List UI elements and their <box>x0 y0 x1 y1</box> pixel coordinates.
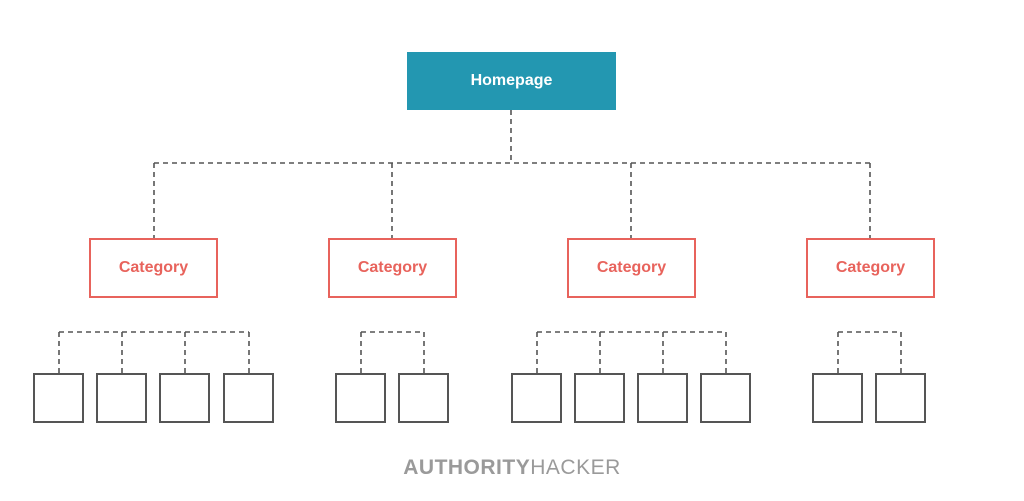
category-label: Category <box>357 259 428 276</box>
subpage-node <box>812 373 863 423</box>
category-node-2: Category <box>328 238 457 298</box>
brand-logo-part-1: AUTHORITY <box>403 456 531 479</box>
subpage-node <box>637 373 688 423</box>
subpage-node <box>159 373 210 423</box>
subpage-node <box>574 373 625 423</box>
category-2-subpage-connectors <box>360 331 425 373</box>
homepage-label: Homepage <box>470 72 553 89</box>
category-node-1: Category <box>89 238 218 298</box>
subpage-node <box>511 373 562 423</box>
category-node-4: Category <box>806 238 935 298</box>
homepage-connectors <box>153 110 871 238</box>
subpage-node <box>398 373 449 423</box>
category-label: Category <box>835 259 906 276</box>
category-node-3: Category <box>567 238 696 298</box>
category-1-subpage-connectors <box>58 331 250 373</box>
category-label: Category <box>596 259 667 276</box>
category-3-subpage-connectors <box>536 331 727 373</box>
category-label: Category <box>118 259 189 276</box>
brand-logo: AUTHORITYHACKER <box>0 456 1024 480</box>
homepage-node: Homepage <box>407 52 616 110</box>
subpage-node <box>875 373 926 423</box>
category-4-subpage-connectors <box>837 331 902 373</box>
brand-logo-part-2: HACKER <box>530 456 621 479</box>
subpage-node <box>96 373 147 423</box>
subpage-node <box>33 373 84 423</box>
subpage-node <box>223 373 274 423</box>
subpage-node <box>335 373 386 423</box>
subpage-node <box>700 373 751 423</box>
